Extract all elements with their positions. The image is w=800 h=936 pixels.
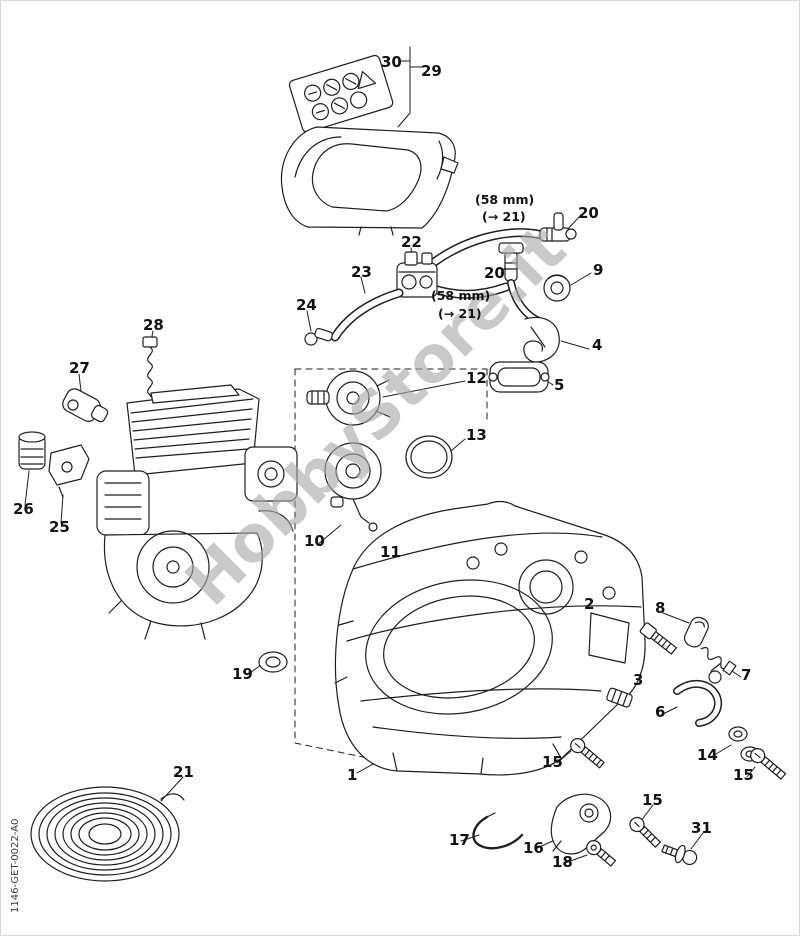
screw-part-15c bbox=[629, 816, 661, 848]
oil-pump-lower-part bbox=[324, 442, 382, 532]
fuel-hose-middle bbox=[426, 282, 511, 299]
fuel-hose-lower bbox=[330, 288, 404, 342]
seal-ring-part-13 bbox=[405, 435, 453, 479]
plug-boot-part-27 bbox=[62, 388, 109, 423]
clip-part-4 bbox=[523, 316, 560, 363]
screw-part-31 bbox=[661, 844, 698, 866]
shroud-cover-part bbox=[280, 126, 459, 236]
crankcase-part-1 bbox=[334, 500, 646, 776]
fuel-valve-part bbox=[396, 251, 438, 298]
screw-part-2 bbox=[639, 622, 677, 655]
sticker-sheet-part bbox=[288, 54, 394, 133]
engine-assembly-drawing bbox=[96, 384, 298, 640]
tensioner-lever-part-16 bbox=[550, 793, 612, 855]
doc-code-text: 1146-GET-0022-A0 bbox=[10, 819, 21, 913]
plug-part-8 bbox=[683, 616, 709, 648]
sleeve-part-26 bbox=[18, 431, 46, 470]
screw-part-18 bbox=[586, 840, 617, 867]
spring-part-7 bbox=[700, 646, 737, 676]
hose-nipple-part bbox=[304, 327, 333, 346]
spring-clip-part-17 bbox=[472, 812, 524, 850]
oil-pump-upper-part-12 bbox=[306, 370, 391, 426]
oil-elbow-part-6 bbox=[673, 662, 722, 727]
screw-part-15b bbox=[750, 748, 787, 780]
manifold-part-5 bbox=[488, 361, 550, 393]
starter-rope-part-21 bbox=[30, 786, 185, 882]
fuel-hose-upper bbox=[428, 228, 547, 268]
grommet-part-19 bbox=[258, 651, 288, 673]
bracket-part-25 bbox=[48, 444, 90, 498]
sleeve-part-3 bbox=[606, 687, 633, 708]
screw-part-15a bbox=[570, 738, 605, 769]
hose-connector-upper bbox=[539, 212, 577, 242]
dashed-assembly-box bbox=[294, 368, 488, 772]
grommet-part-9 bbox=[543, 274, 571, 302]
hose-connector-lower bbox=[498, 242, 524, 282]
